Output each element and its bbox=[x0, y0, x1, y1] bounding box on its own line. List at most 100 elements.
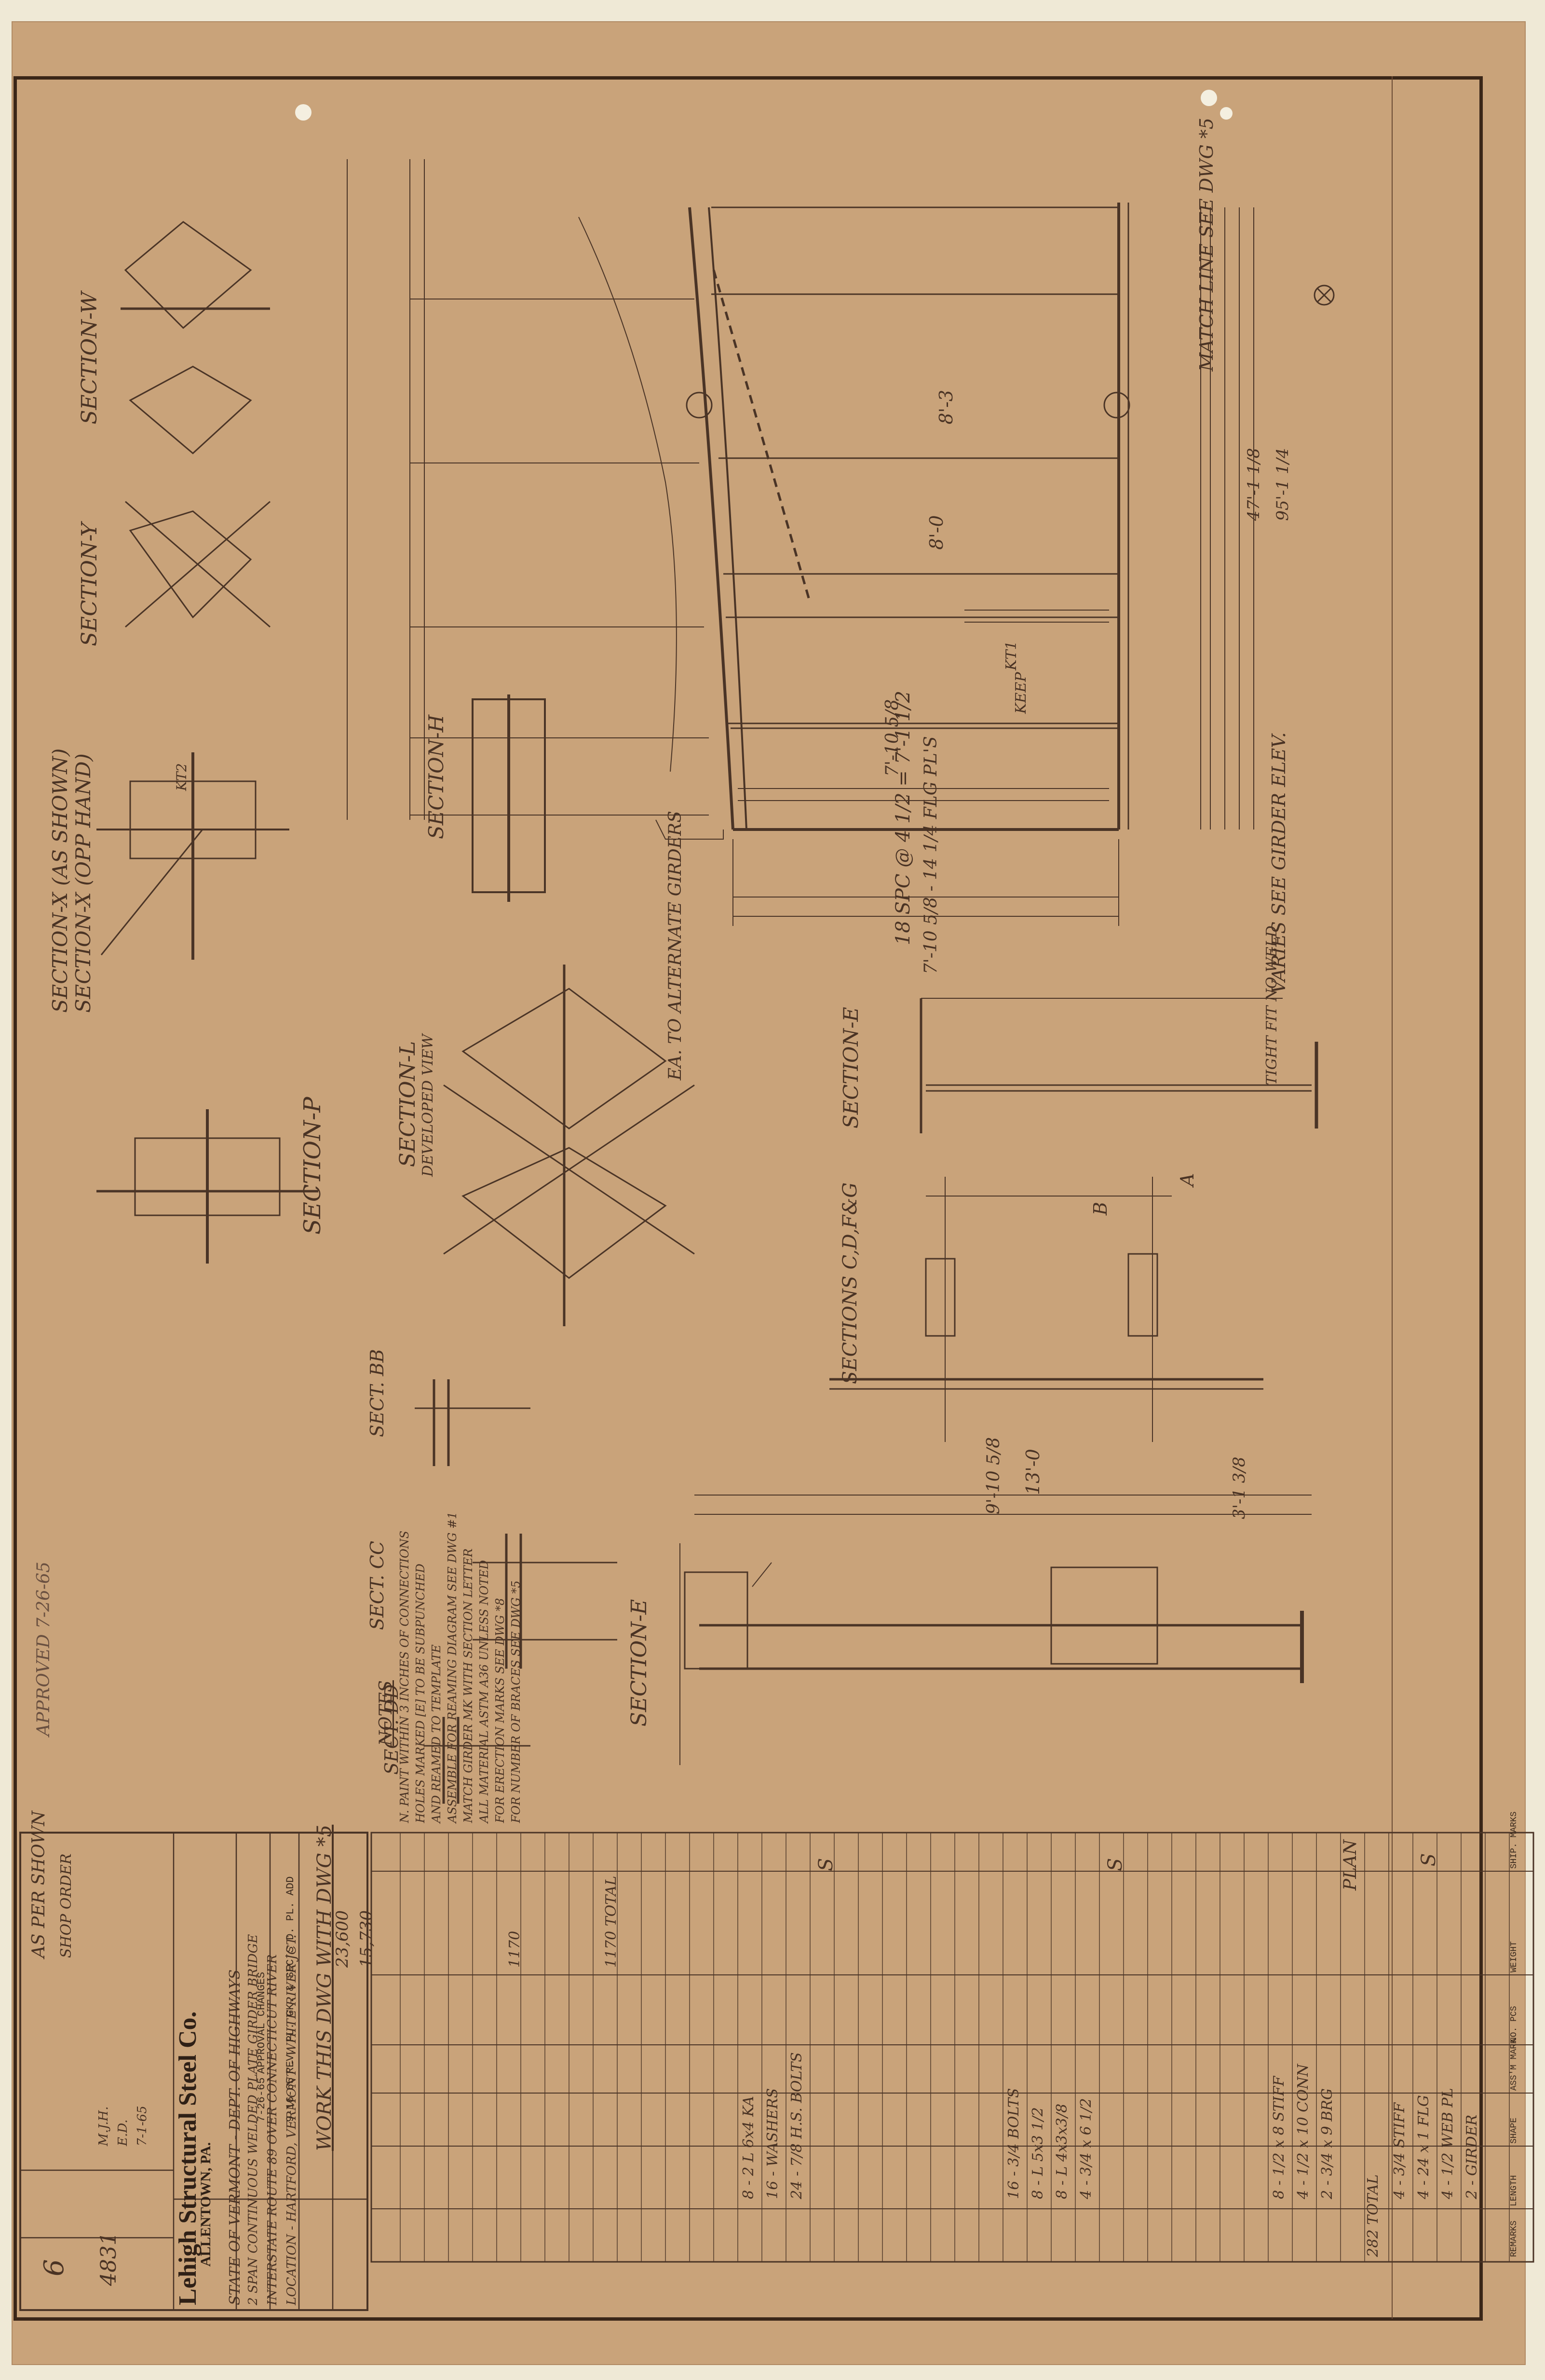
section-x-opp-title: SECTION-X (OPP HAND) bbox=[71, 753, 95, 1013]
punch-hole-left bbox=[295, 104, 312, 121]
shop-order: SHOP ORDER bbox=[58, 1853, 75, 1958]
revision-date-2: 9-16-65 bbox=[285, 2077, 297, 2122]
punch-hole-right bbox=[1201, 90, 1217, 106]
bill-header-shape: SHAPE bbox=[1509, 2117, 1519, 2144]
section-x-title: SECTION-X (AS SHOWN) bbox=[48, 748, 72, 1013]
section-bb-title: SECT. BB bbox=[366, 1349, 388, 1437]
notes-heading: NOTES bbox=[376, 1680, 396, 1746]
drawing-date: 7-1-65 bbox=[135, 2106, 149, 2146]
bill-weight: 1170 bbox=[506, 1931, 523, 1968]
bill-row: 4 - 1/2 WEB PL bbox=[1439, 2088, 1456, 2199]
dim-13-0: 13'-0 bbox=[1022, 1449, 1044, 1495]
bill-header-remarks: REMARKS bbox=[1509, 2220, 1519, 2257]
small-sections bbox=[415, 1379, 617, 1804]
note-line-6: ALL MATERIAL ASTM A36 UNLESS NOTED bbox=[477, 1560, 491, 1823]
bill-weight: 1170 TOTAL bbox=[603, 1876, 620, 1968]
bill-row: 4 - 24 x 1 FLG bbox=[1415, 2095, 1432, 2199]
margin-line bbox=[1392, 76, 1393, 2319]
bill-header-marks: SHIP. MARKS bbox=[1509, 1811, 1519, 1869]
dim-3-1: 3'-1 3/8 bbox=[1230, 1456, 1249, 1519]
section-cc-title: SECT. CC bbox=[366, 1541, 388, 1630]
bill-total: 282 TOTAL bbox=[1365, 2174, 1382, 2257]
company-city: ALLENTOWN, PA. bbox=[198, 2142, 214, 2267]
revision-text-1: APPROVAL CHANGES bbox=[256, 1972, 268, 2074]
dim-8-3: 8'-3 bbox=[935, 390, 957, 424]
sheet-border bbox=[14, 76, 1483, 2321]
note-line-4: ASSEMBLE FOR REAMING DIAGRAM SEE DWG #1 bbox=[446, 1511, 459, 1823]
note-line-8: FOR NUMBER OF BRACES SEE DWG *5 bbox=[509, 1580, 523, 1823]
note-line-1: N. PAINT WITHIN 3 INCHES OF CONNECTIONS bbox=[398, 1530, 411, 1823]
dim-9-10: 9'-10 5/8 bbox=[984, 1437, 1003, 1514]
bill-group-label: S bbox=[1418, 1853, 1440, 1866]
kt1-mark: KT1 bbox=[1003, 640, 1020, 670]
dim-95: 95'-1 1/4 bbox=[1273, 448, 1292, 521]
bill-group-label: PLAN bbox=[1341, 1839, 1360, 1890]
dim-8-0: 8'-0 bbox=[926, 515, 947, 550]
dim-A: A bbox=[1177, 1173, 1198, 1186]
sheet-number: 6 bbox=[39, 2259, 70, 2276]
keep-mark: KEEP bbox=[1013, 672, 1030, 714]
revision-text-2: REV. PL. GK. & SEC'S D. PL. ADD bbox=[285, 1876, 297, 2074]
section-cdfg-title: SECTIONS C,D,F&G bbox=[839, 1182, 861, 1384]
note-line-3: AND REAMED TO TEMPLATE bbox=[430, 1644, 443, 1823]
bill-group-label: S bbox=[815, 1858, 837, 1871]
kt2-mark: KT2 bbox=[174, 763, 190, 791]
drawing-title: WORK THIS DWG WITH DWG *5 bbox=[313, 1824, 336, 2151]
bolt-row-1 bbox=[738, 610, 1109, 801]
title-block-grid bbox=[19, 1832, 368, 2311]
bill-row: 8 - L 5x3 1/2 bbox=[1030, 2107, 1046, 2199]
bill-weight: 23,600 bbox=[333, 1910, 352, 1968]
section-e-bottom bbox=[679, 1495, 1312, 1765]
bill-header-pcs: NO. PCS bbox=[1509, 2006, 1519, 2042]
note-line-7: FOR ERECTION MARKS SEE DWG *8 bbox=[493, 1598, 507, 1823]
dim-47: 47'-1 1/8 bbox=[1244, 448, 1263, 521]
bill-group-label: S bbox=[1104, 1858, 1126, 1871]
gusset-sections bbox=[96, 221, 318, 1264]
section-h-lines bbox=[472, 694, 546, 902]
section-l-subtitle: DEVELOPED VIEW bbox=[420, 1034, 436, 1177]
bill-row: 8 - 1/2 x 8 STIFF bbox=[1271, 2076, 1288, 2199]
section-y-title: SECTION-Y bbox=[77, 522, 102, 646]
bill-header-length: LENGTH bbox=[1509, 2175, 1519, 2206]
bill-row: 2 - 3/4 x 9 BRG bbox=[1319, 2088, 1336, 2199]
bill-row: 4 - 1/2 x 10 CONN bbox=[1295, 2064, 1312, 2199]
bill-header-assm: ASS'M MARK bbox=[1509, 2038, 1519, 2091]
section-e-lines bbox=[920, 998, 1318, 1133]
dim-B: B bbox=[1090, 1202, 1111, 1215]
note-line-5: MATCH GIRDER MK WITH SECTION LETTER bbox=[461, 1548, 475, 1823]
girder-elevation bbox=[578, 203, 1335, 926]
bill-weight: 15,730 bbox=[357, 1910, 376, 1968]
approved-stamp: APPROVED 7-26-65 bbox=[34, 1562, 54, 1736]
bill-row: 16 - 3/4 BOLTS bbox=[1005, 2088, 1022, 2199]
section-h-title: SECTION-H bbox=[424, 714, 448, 839]
bill-row: 24 - 7/8 H.S. BOLTS bbox=[788, 2052, 805, 2199]
bill-of-material-grid bbox=[370, 1832, 1534, 2263]
match-line-label: MATCH LINE SEE DWG *5 bbox=[1196, 118, 1217, 371]
section-l-lines bbox=[443, 965, 695, 1326]
section-cdfg-lines bbox=[829, 1177, 1263, 1442]
project-state: STATE OF VERMONT - DEPT. OF HIGHWAYS bbox=[227, 1969, 244, 2305]
section-e-bottom-title: SECTION-E bbox=[627, 1599, 651, 1727]
left-dimensions bbox=[347, 159, 709, 820]
note-line-2: HOLES MARKED [E] TO BE SUBPUNCHED bbox=[414, 1564, 427, 1823]
section-w-title: SECTION-W bbox=[77, 292, 102, 424]
bill-header-weight: WEIGHT bbox=[1509, 1941, 1519, 1972]
section-l-title: SECTION-L bbox=[395, 1041, 420, 1167]
dim-7-10: 7'-10 5/8 bbox=[882, 699, 902, 776]
bill-row: 4 - 3/4 x 6 1/2 bbox=[1078, 2098, 1095, 2199]
alternate-girders-note: EA. TO ALTERNATE GIRDERS bbox=[665, 811, 685, 1080]
section-p-title: SECTION-P bbox=[299, 1097, 326, 1235]
bill-row: 16 - WASHERS bbox=[764, 2088, 781, 2199]
checked-by: E.D. bbox=[116, 2119, 130, 2146]
section-e-title: SECTION-E bbox=[839, 1006, 863, 1129]
flange-plate-label: 7'-10 5/8 - 14 1/4 FLG PL'S bbox=[921, 736, 941, 974]
revision-date-1: 7-26-65 bbox=[256, 2077, 268, 2122]
bill-row: 2 - GIRDER bbox=[1464, 2114, 1480, 2199]
contract-number: 4831 bbox=[96, 2232, 121, 2286]
bill-row: 8 - L 4x3x3/8 bbox=[1054, 2103, 1071, 2199]
scale-note: AS PER SHOWN bbox=[29, 1810, 49, 1958]
bill-row: 4 - 3/4 STIFF bbox=[1391, 2102, 1408, 2199]
bill-row: 8 - 2 L 6x4 KA bbox=[740, 2096, 757, 2199]
drawn-by: M.J.H. bbox=[96, 2106, 111, 2147]
